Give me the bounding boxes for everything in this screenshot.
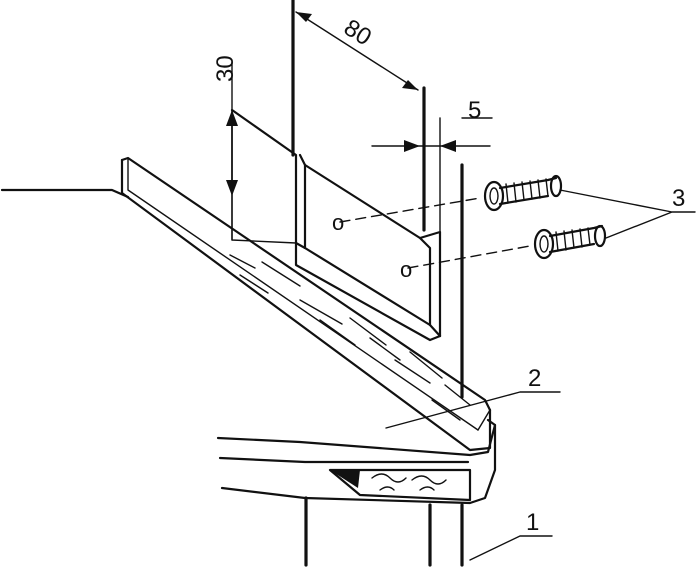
dimension-30 (226, 61, 238, 241)
dimension-5 (371, 117, 493, 233)
screw-lower-icon (533, 224, 607, 260)
screw-axis-upper (339, 197, 481, 223)
left-roof-line (0, 188, 130, 199)
dimension-30-label: 30 (212, 55, 239, 82)
dimension-5-label: 5 (468, 97, 481, 124)
hole-marker-upper: o (332, 210, 344, 235)
callout-2-leader (385, 391, 561, 429)
diagonal-board (120, 156, 492, 452)
hole-marker-lower: o (400, 257, 412, 282)
callout-2-label: 2 (528, 365, 541, 392)
callout-1-label: 1 (526, 509, 539, 536)
callout-1-leader (469, 535, 553, 561)
screw-upper-icon (483, 174, 563, 212)
dimension-80 (295, 11, 419, 91)
callout-3-leader (559, 189, 696, 239)
dimension-80-label: 80 (339, 14, 376, 51)
lower-slab (216, 418, 497, 505)
screw-axis-lower (407, 245, 531, 269)
callout-3-label: 3 (672, 185, 685, 212)
